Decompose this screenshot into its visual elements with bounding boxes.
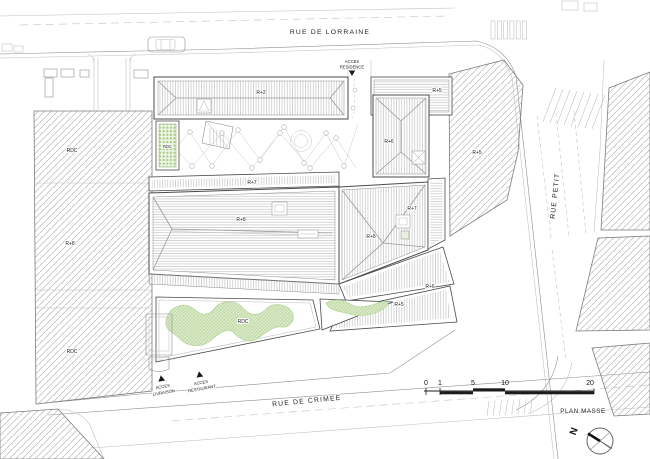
car-icon xyxy=(147,36,186,53)
label-rdc-planter: RDC xyxy=(163,144,172,149)
sidewalk-planters xyxy=(43,53,372,111)
label-r2: R+2 xyxy=(256,90,266,96)
arrow-down-icon xyxy=(348,70,356,76)
label-rdc-garden: RDC xyxy=(238,319,249,325)
parcel-left-block xyxy=(33,110,153,405)
access-livraison-line1: ACCES xyxy=(155,383,170,390)
site-south-boundary xyxy=(35,329,456,405)
label-rue-petit: RUE PETIT xyxy=(550,172,562,219)
courtyard-garden-network xyxy=(159,77,359,171)
building-r8-west xyxy=(148,186,340,285)
north-letter: N xyxy=(568,426,581,437)
building-r8-east xyxy=(338,181,429,285)
access-livraison-line2: LIVRAISON xyxy=(152,388,175,397)
access-restaurant-line2: RESTAURANT xyxy=(188,383,217,393)
parcels-east-of-petit xyxy=(575,71,650,417)
scale-tick-10: 10 xyxy=(501,380,509,387)
access-residence-line2: RESIDENCE xyxy=(340,65,365,70)
access-residence: ACCES RESIDENCE xyxy=(339,58,365,76)
scale-tick-1: 1 xyxy=(438,380,442,387)
label-r8-left: R+8 xyxy=(65,241,75,247)
building-r5-southeast-wedge xyxy=(329,285,458,332)
north-compass-icon: N xyxy=(568,426,614,455)
terrace-band-south xyxy=(148,273,340,295)
label-r5-north: R+5 xyxy=(432,88,442,94)
arrow-up-icon xyxy=(196,371,204,378)
label-r5-east: R+5 xyxy=(472,150,482,156)
access-livraison: ACCES LIVRAISON xyxy=(152,375,176,397)
scale-bar: 0 1 5 10 20 xyxy=(424,380,595,395)
garden-rdc xyxy=(155,296,394,363)
building-r7-strip xyxy=(148,171,340,192)
label-rdc-left-north: RDC xyxy=(67,148,78,154)
access-restaurant: ACCES RESTAURANT xyxy=(187,371,217,394)
label-rdc-left-south: RDC xyxy=(67,349,78,355)
label-r6-southeast: R+6 xyxy=(425,284,435,290)
access-restaurant-line1: ACCES xyxy=(193,379,208,386)
label-r7-strip: R+7 xyxy=(247,180,257,186)
arrow-up-icon xyxy=(158,375,166,382)
scale-tick-20: 20 xyxy=(586,380,594,387)
scale-tick-0: 0 xyxy=(424,380,428,387)
access-residence-line1: ACCES xyxy=(345,59,360,64)
building-r7-northeast-strip xyxy=(427,177,446,250)
crosswalk-lorraine-petit xyxy=(490,20,527,40)
delivery-truck-icon xyxy=(143,313,175,372)
building-labels: R+2 RDC R+5 R+6 R+5 R+7 R+8 R+8 R+7 R+6 … xyxy=(64,87,482,356)
label-r8-east: R+8 xyxy=(366,234,376,240)
label-rue-de-lorraine: RUE DE LORRAINE xyxy=(290,29,370,36)
parcel-southwest-corner xyxy=(0,408,105,459)
building-r2-north xyxy=(153,76,349,120)
building-r6-southeast-wedge xyxy=(338,246,455,302)
plan-title: PLAN MASSE xyxy=(560,408,606,415)
label-r6-north: R+6 xyxy=(384,139,394,145)
label-r8-west: R+8 xyxy=(236,217,246,223)
street-rue-petit xyxy=(536,59,606,361)
label-r7-northeast: R+7 xyxy=(407,206,417,212)
building-rdc-courtyard-planter xyxy=(155,120,180,171)
scale-tick-5: 5 xyxy=(471,380,475,387)
building-r6-north xyxy=(372,94,430,178)
label-r5-southeast: R+5 xyxy=(394,302,404,308)
parcel-east-r5 xyxy=(448,59,524,237)
